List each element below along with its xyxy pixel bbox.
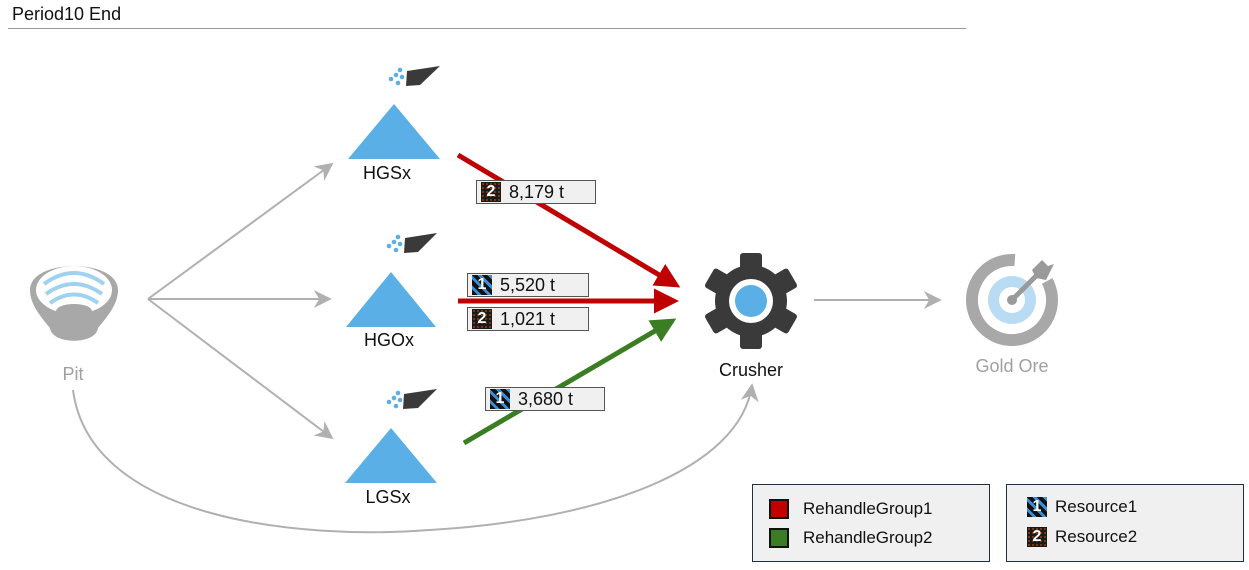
legend-label: Resource2 bbox=[1055, 527, 1138, 546]
flow-value: 5,520 t bbox=[500, 274, 556, 295]
gear-icon[interactable] bbox=[704, 253, 798, 349]
legend-resources: 1 Resource1 2 Resource2 bbox=[1006, 484, 1244, 562]
swatch-group1 bbox=[769, 499, 789, 519]
legend-label: Resource1 bbox=[1055, 497, 1138, 516]
connector-pit-crusher bbox=[72, 383, 759, 534]
swatch-group2 bbox=[769, 528, 789, 548]
title-divider bbox=[8, 28, 966, 29]
legend-item-resource2: 2 Resource2 bbox=[1027, 527, 1137, 547]
stockpile-icon[interactable] bbox=[345, 389, 437, 483]
legend-label: RehandleGroup2 bbox=[803, 528, 933, 547]
node-label-hgox: HGOx bbox=[363, 330, 415, 350]
node-label-lgsx: LGSx bbox=[365, 487, 411, 507]
resource2-badge-icon: 2 bbox=[1027, 527, 1047, 547]
flow-label[interactable]: 2 1,021 t bbox=[467, 307, 589, 331]
resource1-badge-icon: 1 bbox=[490, 389, 510, 409]
flow-label[interactable]: 1 3,680 t bbox=[485, 387, 605, 411]
resource2-badge-icon: 2 bbox=[472, 309, 492, 329]
stockpile-icon[interactable] bbox=[348, 66, 440, 159]
legend-item-resource1: 1 Resource1 bbox=[1027, 497, 1137, 517]
connector-pit-lgsx bbox=[147, 298, 334, 440]
flow-label[interactable]: 2 8,179 t bbox=[476, 180, 596, 204]
node-label-hgsx: HGSx bbox=[362, 163, 412, 183]
flow-lgsx-crusher bbox=[462, 318, 677, 446]
flow-label[interactable]: 1 5,520 t bbox=[467, 273, 589, 297]
target-icon[interactable] bbox=[961, 249, 1064, 352]
flow-value: 1,021 t bbox=[500, 308, 556, 329]
legend-item-group2: RehandleGroup2 bbox=[769, 528, 932, 548]
node-label-gold-ore: Gold Ore bbox=[975, 356, 1049, 376]
legend-item-group1: RehandleGroup1 bbox=[769, 499, 932, 519]
resource1-badge-icon: 1 bbox=[1027, 497, 1047, 517]
pit-icon[interactable] bbox=[30, 266, 118, 341]
stockpile-icon[interactable] bbox=[346, 233, 437, 327]
connector-pit-hgsx bbox=[147, 162, 334, 300]
resource2-badge-icon: 2 bbox=[481, 182, 501, 202]
legend-label: RehandleGroup1 bbox=[803, 499, 933, 518]
node-label-crusher: Crusher bbox=[718, 360, 784, 380]
resource1-badge-icon: 1 bbox=[472, 275, 492, 295]
legend-groups: RehandleGroup1 RehandleGroup2 bbox=[752, 484, 990, 562]
node-label-pit: Pit bbox=[62, 364, 84, 384]
flow-value: 8,179 t bbox=[509, 181, 565, 202]
flow-value: 3,680 t bbox=[518, 388, 574, 409]
page-title: Period10 End bbox=[12, 4, 122, 24]
flow-hgsx-crusher bbox=[456, 152, 681, 288]
